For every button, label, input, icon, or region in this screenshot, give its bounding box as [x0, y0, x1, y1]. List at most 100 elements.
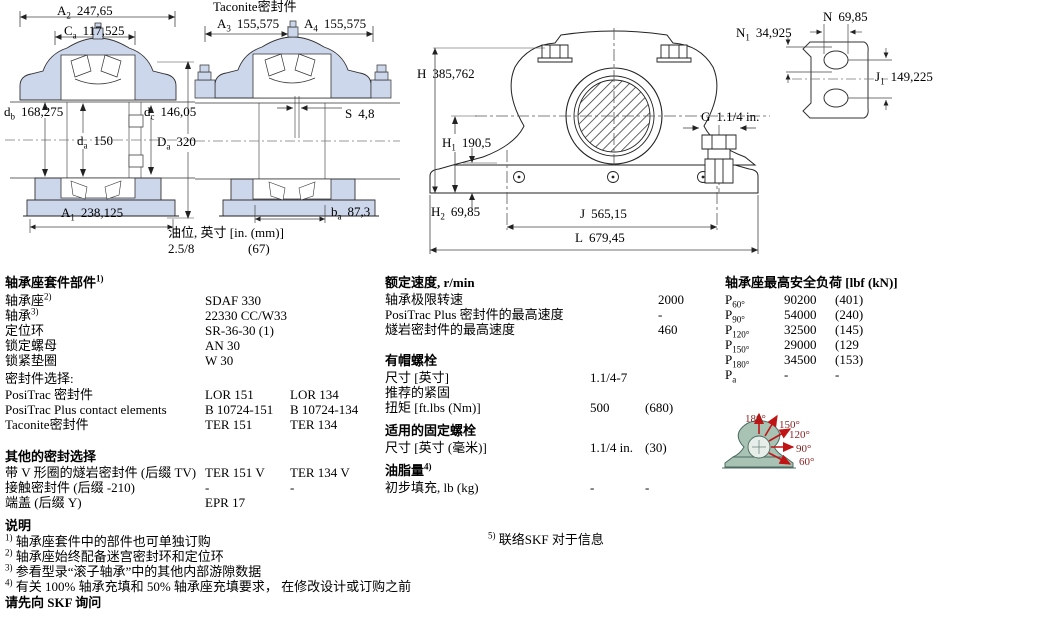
- footnote-4: 4) 有关 100% 轴承充填和 50% 轴承座充填要求， 在修改设计或订购之前: [5, 577, 412, 594]
- load-value-1: 32500: [784, 322, 817, 337]
- row-value2: B 10724-134: [290, 402, 359, 417]
- row-value2: -: [290, 480, 295, 495]
- row-label: Taconite密封件: [5, 417, 89, 432]
- load-value-2: (153): [835, 352, 864, 367]
- load-value-2: (401): [835, 292, 864, 307]
- row-value: SDAF 330: [205, 293, 261, 308]
- row-value1: LOR 151: [205, 387, 254, 402]
- load-value-1: 90200: [784, 292, 817, 307]
- size-value-2: (30): [645, 440, 667, 455]
- row-value: 460: [658, 322, 678, 337]
- row-value: W 30: [205, 353, 234, 368]
- load-sym: P150°: [725, 337, 750, 355]
- section-title: 轴承座套件部件1): [5, 273, 104, 290]
- row-label: 定位环: [5, 323, 45, 338]
- notes-title: 说明: [5, 518, 32, 533]
- footnote-1: 1) 轴承座套件中的部件也可单独订购: [5, 532, 211, 549]
- row-label: 燧岩密封件的最高速度: [385, 322, 516, 337]
- row-value: AN 30: [205, 338, 241, 353]
- drawing-front-view: [425, 30, 770, 258]
- row-value-1: -: [590, 480, 595, 495]
- row-value1: -: [205, 480, 210, 495]
- row-label: 锁定螺母: [5, 338, 58, 353]
- load-value-2: -: [835, 367, 840, 382]
- angle-label-60: 60°: [799, 456, 815, 468]
- oil-level-mm: (67): [248, 241, 270, 256]
- size-value: 1.1/4-7: [590, 370, 628, 385]
- load-value-1: 54000: [784, 307, 817, 322]
- load-value-1: 34500: [784, 352, 817, 367]
- load-sym: Pa: [725, 367, 737, 385]
- row-label: 初步填充, lb (kg): [385, 480, 479, 495]
- load-value-2: (240): [835, 307, 864, 322]
- size-value-1: 1.1/4 in.: [590, 440, 633, 455]
- drawing-front-section: [5, 5, 195, 240]
- section-title: 油脂量4): [385, 461, 432, 478]
- load-value-2: (129: [835, 337, 859, 352]
- load-direction-diagram: [722, 412, 927, 502]
- row-value-2: -: [645, 480, 650, 495]
- load-value-2: (145): [835, 322, 864, 337]
- section-title: 适用的固定螺栓: [385, 423, 477, 438]
- oil-level-label: 油位, 英寸 [in. (mm)]: [168, 225, 284, 240]
- row-value2: LOR 134: [290, 387, 339, 402]
- row-value: -: [658, 307, 663, 322]
- footnote-2: 2) 轴承座始终配备迷宫密封环和定位环: [5, 547, 224, 564]
- row-value2: TER 134 V: [290, 465, 350, 480]
- angle-label-90: 90°: [796, 443, 812, 455]
- section-title: 有帽螺栓: [385, 353, 438, 368]
- row-value2: TER 134: [290, 417, 338, 432]
- drawing-base-flange-detail: [785, 12, 940, 127]
- row-value1: TER 151: [205, 417, 253, 432]
- angle-label-150: 150°: [779, 419, 800, 431]
- row-label: PosiTrac Plus contact elements: [5, 402, 167, 417]
- angle-label-120: 120°: [789, 429, 810, 441]
- row-label: 接触密封件 (后缀 -210): [5, 480, 135, 495]
- drawing-taconite-section: [195, 12, 405, 235]
- footnote-3: 3) 参看型录“滚子轴承”中的其他内部游隙数据: [5, 562, 262, 579]
- row-value1: TER 151 V: [205, 465, 265, 480]
- taconite-title: Taconite密封件: [213, 0, 297, 14]
- section-title: 额定速度, r/min: [385, 275, 475, 290]
- row-label: 轴承座2): [5, 291, 52, 308]
- row-label: PosiTrac 密封件: [5, 387, 94, 402]
- row-label: 锁紧垫圈: [5, 353, 58, 368]
- row-value1: EPR 17: [205, 495, 246, 510]
- section-title: 其他的密封选择: [5, 449, 97, 464]
- section-title: 密封件选择:: [5, 371, 74, 386]
- load-sym: P90°: [725, 307, 745, 325]
- load-value-1: -: [784, 367, 789, 382]
- row-label: PosiTrac Plus 密封件的最高速度: [385, 307, 564, 322]
- row-label: 轴承极限转速: [385, 292, 464, 307]
- row-label: 带 V 形圈的燧岩密封件 (后缀 TV): [5, 465, 197, 480]
- torque-value-2: (680): [645, 400, 674, 415]
- torque-value-1: 500: [590, 400, 610, 415]
- footnote-5: 5) 联络SKF 对于信息: [488, 530, 604, 547]
- row-value: 22330 CC/W33: [205, 308, 287, 323]
- row-label: 轴承3): [5, 306, 39, 323]
- torque-label-2: 扭矩 [ft.lbs (Nm)]: [385, 400, 481, 415]
- size-label: 尺寸 [英寸 (毫米)]: [385, 440, 487, 455]
- row-label: 端盖 (后缀 Y): [5, 495, 82, 510]
- row-value1: B 10724-151: [205, 402, 274, 417]
- size-label: 尺寸 [英寸]: [385, 370, 449, 385]
